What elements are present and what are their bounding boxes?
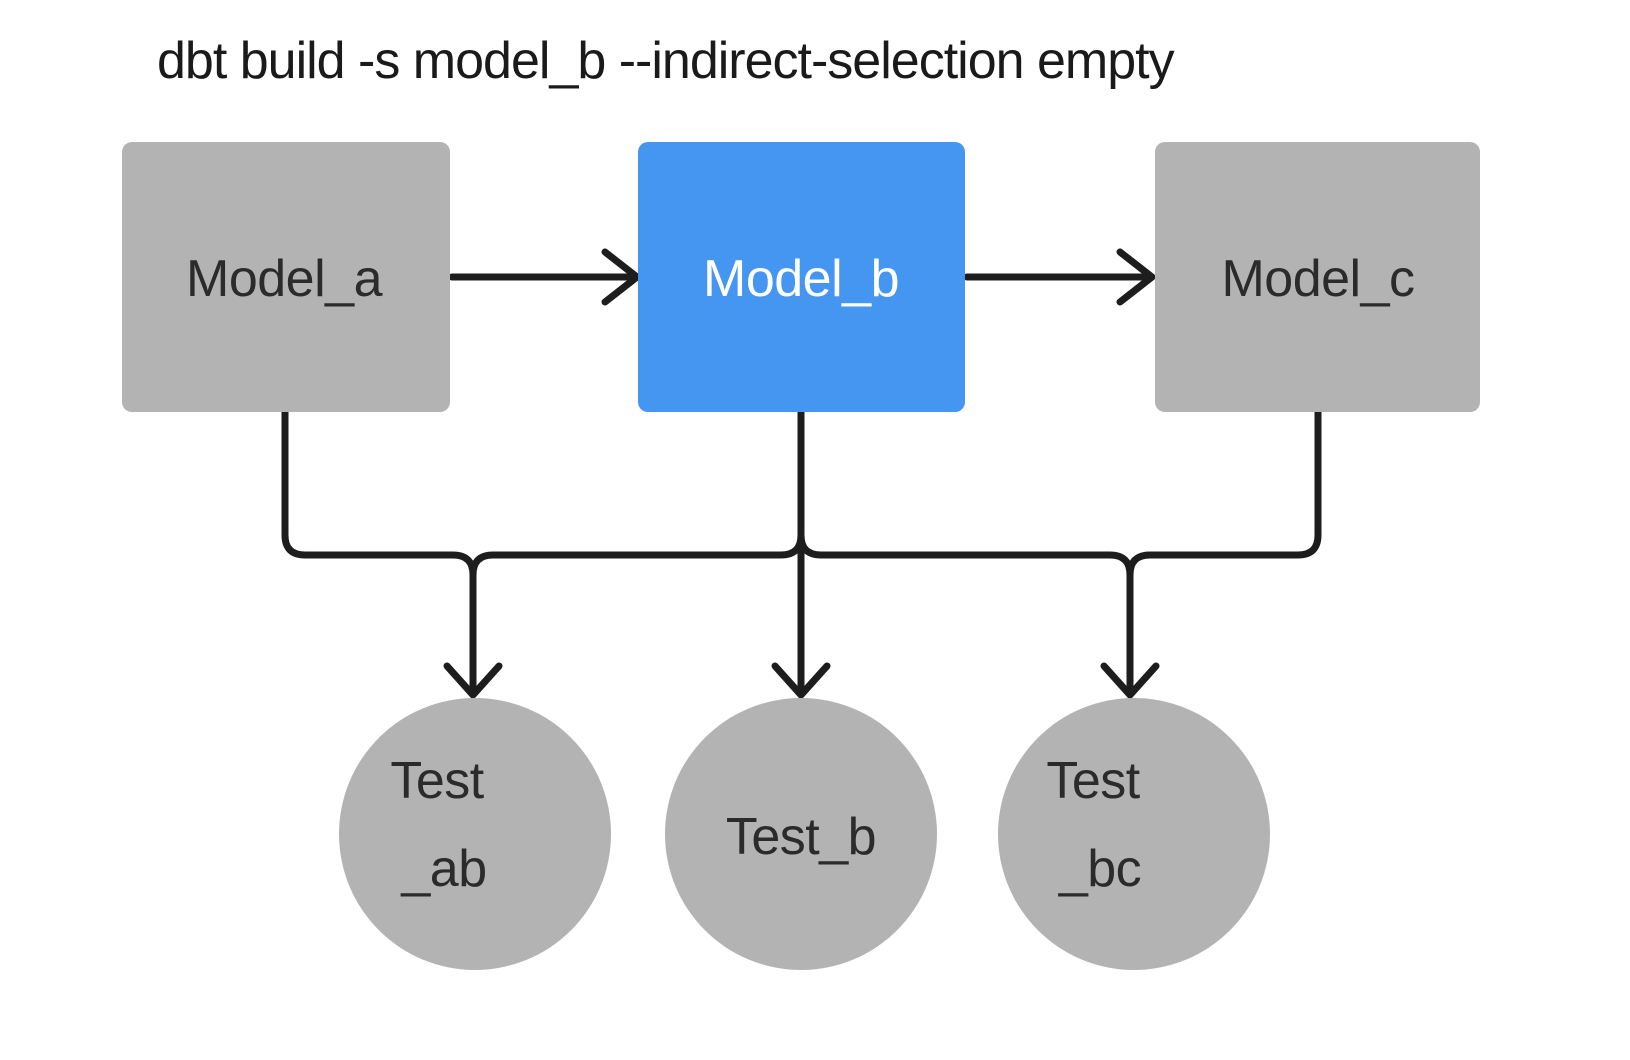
edge-model-b-test-ab <box>469 408 805 692</box>
edge-model-c-test-bc <box>1126 408 1322 692</box>
arrowhead-down-icon <box>1100 662 1160 699</box>
node-model-a: Model_a <box>122 142 450 412</box>
test-ab-label: Test _ab <box>390 752 497 898</box>
edge-model-a-test-ab <box>281 408 477 692</box>
test-ab-label-line1: Test <box>390 752 484 810</box>
model-c-label: Model_c <box>1221 250 1414 308</box>
model-a-label: Model_a <box>186 250 383 308</box>
edges <box>281 248 1322 699</box>
edge-model-b-test-bc <box>797 408 1134 692</box>
node-model-b: Model_b <box>638 142 965 412</box>
test-b-circle <box>665 698 937 970</box>
test-bc-label-line2: _bc <box>1058 840 1141 898</box>
node-test-bc: Test _bc <box>998 698 1270 970</box>
test-bc-circle <box>998 698 1270 970</box>
model-a-box <box>122 142 450 412</box>
test-bc-label: Test _bc <box>1046 752 1153 898</box>
arrowhead-right-icon <box>601 248 641 306</box>
node-test-b: Test_b <box>665 698 937 970</box>
diagram-title: dbt build -s model_b --indirect-selectio… <box>157 32 1175 90</box>
model-b-label: Model_b <box>703 250 899 308</box>
test-b-label: Test_b <box>726 808 876 866</box>
test-bc-label-line1: Test <box>1046 752 1140 810</box>
test-ab-label-line2: _ab <box>400 840 486 898</box>
test-ab-circle <box>339 698 611 970</box>
node-model-c: Model_c <box>1155 142 1480 412</box>
node-test-ab: Test _ab <box>339 698 611 970</box>
model-b-box <box>638 142 965 412</box>
arrowhead-right-icon <box>1116 248 1156 306</box>
model-c-box <box>1155 142 1480 412</box>
arrowhead-down-icon <box>443 662 503 699</box>
arrowhead-down-icon <box>771 662 831 699</box>
